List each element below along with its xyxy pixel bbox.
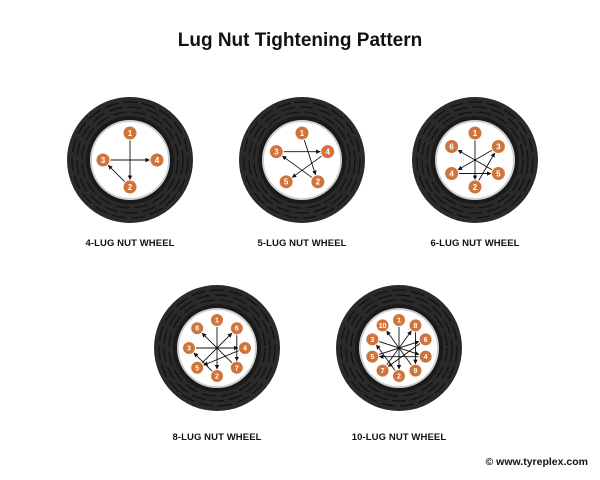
wheel-diagram: 1 6 4 7 2 5 3 8: [154, 285, 280, 411]
tighten-arrow: [107, 164, 126, 183]
lug-nut-1: 1: [211, 314, 223, 326]
tighten-arrow: [282, 155, 313, 178]
svg-text:9: 9: [414, 368, 418, 375]
lug-nut-3: 3: [96, 153, 110, 167]
lug-nut-2: 2: [211, 370, 223, 382]
svg-text:10: 10: [379, 323, 387, 330]
lug-nut-4: 4: [321, 145, 335, 159]
lug-nut-1: 1: [468, 126, 482, 140]
lug-nut-4: 4: [239, 342, 251, 354]
caption-10-lug: 10-LUG NUT WHEEL: [351, 432, 447, 443]
wheel-6-lug: 1 3 5 2 4 6: [410, 95, 540, 225]
lug-nut-6: 6: [419, 333, 432, 346]
svg-text:1: 1: [300, 129, 305, 138]
lug-nut-5: 5: [366, 350, 379, 363]
lug-nut-5: 5: [279, 175, 293, 189]
lug-nut-2: 2: [393, 370, 405, 382]
lug-nut-8: 8: [191, 322, 204, 335]
lug-nut-2: 2: [311, 175, 325, 189]
svg-text:3: 3: [274, 148, 279, 157]
caption-4-lug: 4-LUG NUT WHEEL: [85, 238, 175, 249]
svg-text:5: 5: [496, 169, 501, 178]
lug-nut-3: 3: [366, 333, 379, 346]
svg-text:8: 8: [414, 323, 418, 330]
lug-nut-7: 7: [230, 361, 243, 374]
svg-text:1: 1: [128, 129, 133, 138]
lug-nut-3: 3: [183, 342, 195, 354]
wheel-diagram: 1 4 2 3: [67, 97, 193, 223]
lug-nut-4: 4: [419, 350, 432, 363]
page-title: Lug Nut Tightening Pattern: [177, 30, 423, 51]
wheel-5-lug: 1 4 2 5 3: [237, 95, 367, 225]
svg-text:1: 1: [215, 318, 219, 325]
caption-5-lug: 5-LUG NUT WHEEL: [257, 238, 347, 249]
svg-text:3: 3: [101, 156, 106, 165]
svg-text:5: 5: [370, 354, 374, 361]
svg-text:5: 5: [284, 178, 289, 187]
svg-text:3: 3: [370, 337, 374, 344]
tighten-arrow: [386, 330, 412, 366]
lug-nut-2: 2: [468, 180, 482, 194]
tighten-arrow: [291, 155, 322, 178]
lug-nut-6: 6: [230, 322, 243, 335]
lug-nut-5: 5: [191, 361, 204, 374]
svg-text:1: 1: [397, 318, 401, 325]
lug-nut-8: 8: [409, 319, 422, 332]
svg-text:6: 6: [424, 337, 428, 344]
lug-nut-4: 4: [445, 167, 459, 180]
svg-text:2: 2: [215, 374, 219, 381]
svg-text:7: 7: [381, 368, 385, 375]
lug-nut-3: 3: [491, 140, 505, 153]
svg-text:4: 4: [325, 148, 330, 157]
svg-text:3: 3: [187, 346, 191, 353]
wheel-8-lug: 1 6 4 7 2 5 3 8: [152, 283, 282, 413]
lug-nut-1: 1: [393, 314, 405, 326]
tighten-arrow: [203, 350, 239, 366]
svg-text:4: 4: [449, 169, 454, 178]
svg-text:3: 3: [496, 142, 501, 151]
svg-text:8: 8: [195, 326, 199, 333]
svg-text:2: 2: [128, 183, 133, 192]
lug-nut-7: 7: [376, 364, 389, 377]
svg-text:6: 6: [235, 326, 239, 333]
credit-text: © www.tyreplex.com: [485, 456, 588, 468]
wheel-4-lug: 1 4 2 3: [65, 95, 195, 225]
svg-text:2: 2: [473, 183, 478, 192]
svg-text:4: 4: [243, 346, 247, 353]
svg-text:2: 2: [397, 374, 401, 381]
tighten-arrow: [201, 332, 233, 364]
lug-nut-2: 2: [123, 180, 137, 194]
svg-text:5: 5: [195, 365, 199, 372]
wheel-diagram: 1 3 5 2 4 6: [412, 97, 538, 223]
lug-nut-1: 1: [295, 126, 309, 140]
lug-nut-3: 3: [269, 145, 283, 159]
svg-text:2: 2: [316, 178, 321, 187]
wheel-diagram: 1 4 2 5 3: [239, 97, 365, 223]
svg-text:6: 6: [449, 142, 454, 151]
svg-text:1: 1: [473, 129, 478, 138]
lug-nut-4: 4: [150, 153, 164, 167]
caption-6-lug: 6-LUG NUT WHEEL: [430, 238, 520, 249]
tighten-arrow: [303, 139, 317, 176]
lug-nut-9: 9: [409, 364, 422, 377]
caption-8-lug: 8-LUG NUT WHEEL: [172, 432, 262, 443]
lug-nut-10: 10: [376, 319, 389, 332]
svg-text:4: 4: [424, 354, 428, 361]
svg-text:4: 4: [155, 156, 160, 165]
lug-nut-1: 1: [123, 126, 137, 140]
wheel-diagram: 1 86 49 2 75 3 10: [336, 285, 462, 411]
lug-nut-5: 5: [491, 167, 505, 180]
lug-nut-6: 6: [445, 140, 459, 153]
svg-text:7: 7: [235, 365, 239, 372]
tighten-arrow: [457, 149, 493, 171]
